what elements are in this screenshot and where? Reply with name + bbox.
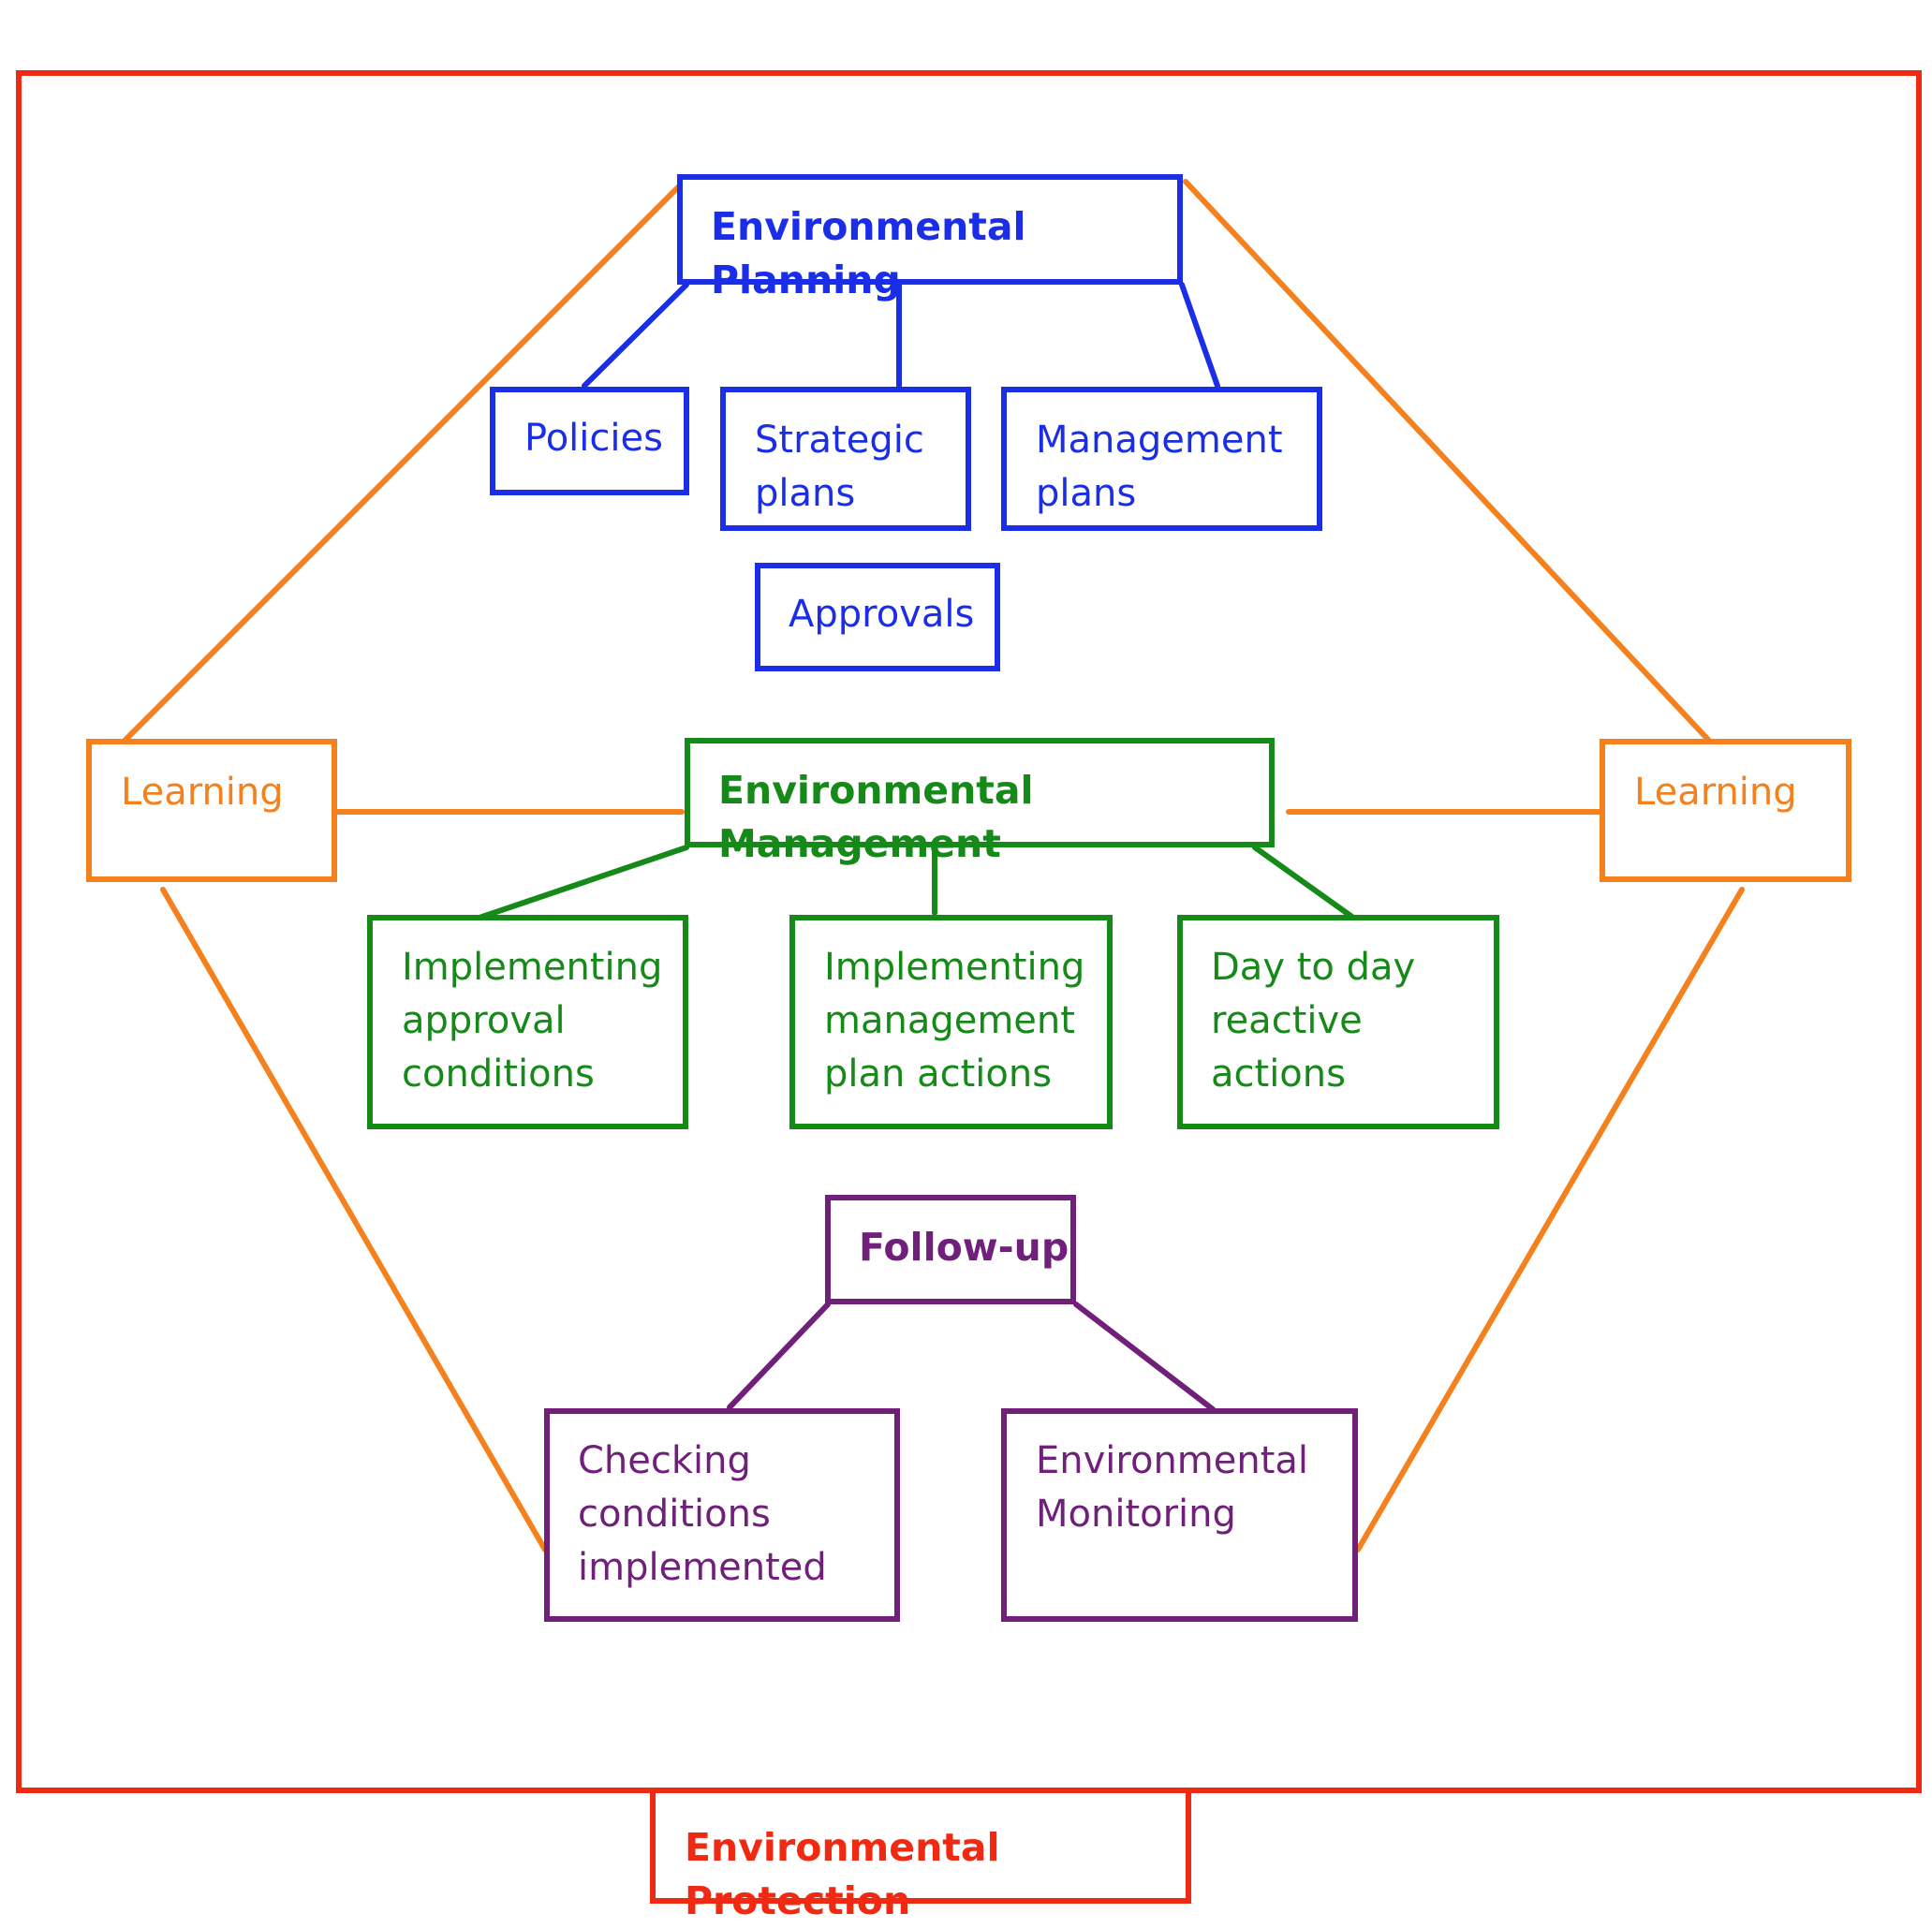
plan-actions-label: Implementing management plan actions [824,946,1085,1096]
policies-box [490,387,689,495]
environmental-planning-box [677,174,1183,285]
plan-actions-box [789,915,1113,1129]
arrow-planning-to-policies [582,282,689,389]
arrow-planning-to-management-plans [1179,282,1220,389]
environmental-protection-title: Environmental Protection [685,1825,1000,1923]
environmental-management-box [685,738,1275,847]
arrow-management-to-reactive-actions [1252,845,1356,920]
arrow-checking-to-left-learning [160,887,548,1553]
reactive-actions-box [1177,915,1499,1129]
management-plans-box [1001,387,1322,531]
arrow-followup-to-monitoring [1073,1302,1216,1412]
approvals-box [755,563,1000,671]
environmental-planning-title: Environmental Planning [711,204,1026,302]
arrow-monitoring-to-right-learning [1355,887,1745,1553]
learning-right-box [1600,739,1851,882]
approval-conditions-box [367,915,688,1129]
follow-up-title: Follow-up [859,1225,1069,1270]
environmental-protection-box [650,1793,1191,1904]
checking-conditions-box [544,1408,900,1622]
environmental-monitoring-label: Environmental Monitoring [1036,1439,1309,1536]
policies-label: Policies [524,417,663,460]
learning-left-label: Learning [121,771,284,814]
arrow-followup-to-checking [727,1302,831,1410]
management-plans-label: Management plans [1036,419,1283,515]
arrow-left-learning-to-planning [122,179,686,743]
strategic-plans-label: Strategic plans [755,419,924,515]
environmental-monitoring-box [1001,1408,1358,1622]
follow-up-box [825,1195,1076,1304]
approvals-label: Approvals [789,593,975,636]
reactive-actions-label: Day to day reactive actions [1211,946,1416,1096]
arrow-management-to-approval-conditions [477,845,689,920]
arrow-right-learning-to-planning [1183,179,1712,743]
environmental-protection-frame [16,70,1922,1793]
learning-left-box [86,739,337,882]
learning-right-label: Learning [1634,771,1797,814]
environmental-management-title: Environmental Management [718,768,1034,866]
strategic-plans-box [720,387,971,531]
checking-conditions-label: Checking conditions implemented [578,1439,827,1589]
approval-conditions-label: Implementing approval conditions [402,946,663,1096]
